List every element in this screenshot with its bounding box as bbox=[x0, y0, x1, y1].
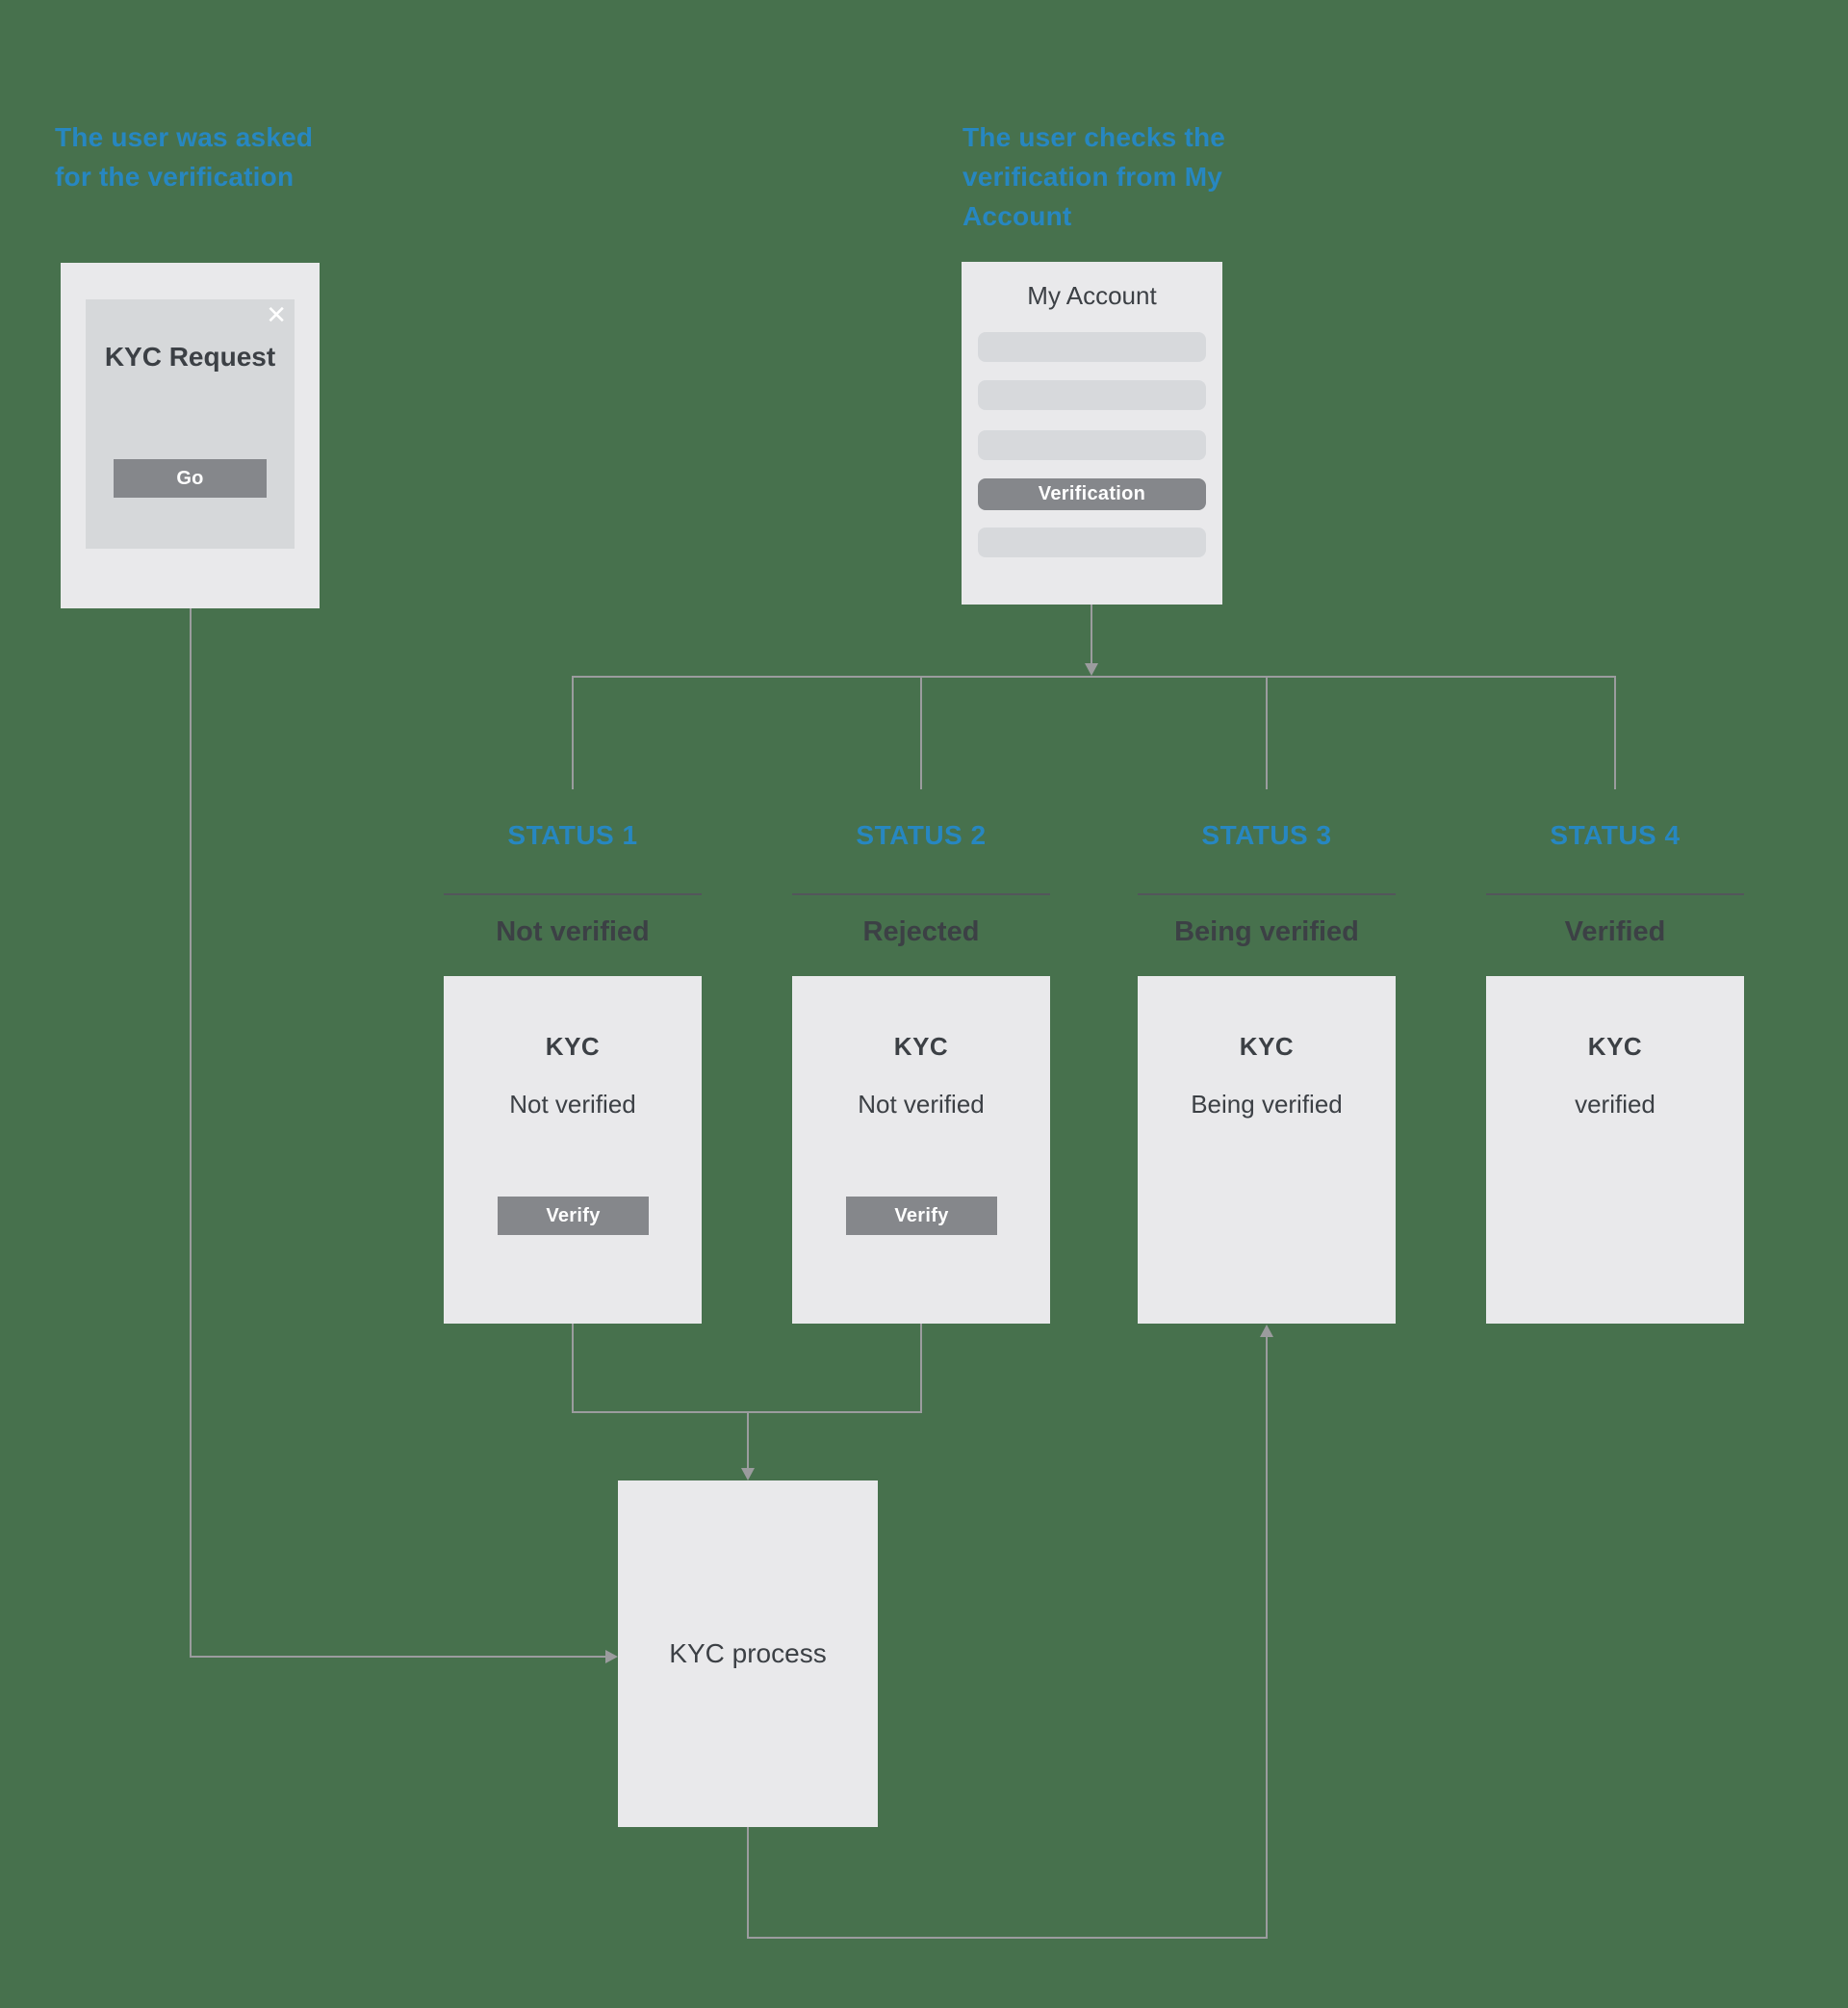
kyc-request-modal: ✕ KYC Request Go bbox=[86, 299, 295, 549]
connector-branch-status-3 bbox=[1266, 676, 1268, 789]
kyc-request-title: KYC Request bbox=[104, 342, 276, 372]
status-2-label: STATUS 2 bbox=[856, 820, 987, 850]
connector-bottom-horizontal bbox=[747, 1937, 1268, 1939]
my-account-title: My Account bbox=[1027, 281, 1157, 310]
divider bbox=[1486, 893, 1744, 895]
kyc-request-screen: ✕ KYC Request Go bbox=[61, 263, 320, 608]
connector-account-drop bbox=[1091, 605, 1092, 664]
go-button[interactable]: Go bbox=[114, 459, 267, 498]
verification-menu-button[interactable]: Verification bbox=[978, 478, 1206, 510]
status-3-label: STATUS 3 bbox=[1201, 820, 1332, 850]
connector-branch-status-2 bbox=[920, 676, 922, 789]
menu-item-placeholder bbox=[978, 430, 1206, 460]
divider bbox=[792, 893, 1050, 895]
card-title: KYC bbox=[545, 1032, 601, 1061]
connector-merge-to-process bbox=[747, 1411, 749, 1471]
arrowhead-down-icon bbox=[741, 1468, 755, 1480]
connector-card2-drop bbox=[920, 1324, 922, 1413]
kyc-card-rejected: KYC Not verified Verify bbox=[792, 976, 1050, 1324]
kyc-card-verified: KYC verified bbox=[1486, 976, 1744, 1324]
card-title: KYC bbox=[893, 1032, 949, 1061]
arrowhead-up-icon bbox=[1260, 1325, 1273, 1337]
connector-branch-status-4 bbox=[1614, 676, 1616, 789]
card-status-text: Not verified bbox=[858, 1090, 985, 1119]
status-1-label: STATUS 1 bbox=[507, 820, 638, 850]
card-title: KYC bbox=[1239, 1032, 1295, 1061]
verify-button[interactable]: Verify bbox=[846, 1197, 997, 1235]
status-4-label: STATUS 4 bbox=[1550, 820, 1681, 850]
connector-process-bottom bbox=[747, 1827, 749, 1939]
connector-request-to-process bbox=[190, 608, 192, 1657]
annotation-user-asked: The user was asked for the verification bbox=[55, 122, 314, 192]
arrowhead-down-icon bbox=[1085, 663, 1098, 676]
kyc-process-label: KYC process bbox=[669, 1638, 827, 1668]
menu-item-placeholder bbox=[978, 332, 1206, 362]
card-status-text: Not verified bbox=[509, 1090, 636, 1119]
my-account-screen: My Account Verification bbox=[962, 262, 1222, 605]
status-4-name: Verified bbox=[1564, 916, 1666, 947]
status-2-name: Rejected bbox=[862, 916, 980, 947]
arrowhead-right-icon bbox=[605, 1650, 618, 1663]
divider bbox=[1138, 893, 1396, 895]
annotation-user-checks: The user checks the verification from My… bbox=[962, 122, 1226, 231]
connector-request-to-process bbox=[190, 1656, 609, 1658]
menu-item-placeholder bbox=[978, 528, 1206, 557]
status-3-name: Being verified bbox=[1174, 916, 1359, 947]
kyc-card-not-verified: KYC Not verified Verify bbox=[444, 976, 702, 1324]
divider bbox=[444, 893, 702, 895]
menu-item-placeholder bbox=[978, 380, 1206, 410]
status-1-name: Not verified bbox=[496, 916, 650, 947]
kyc-card-being-verified: KYC Being verified bbox=[1138, 976, 1396, 1324]
connector-branch-status-1 bbox=[572, 676, 574, 789]
card-status-text: verified bbox=[1575, 1090, 1656, 1119]
kyc-process-box: KYC process bbox=[618, 1480, 878, 1827]
connector-branch-horizontal bbox=[573, 676, 1616, 678]
connector-card1-drop bbox=[572, 1324, 574, 1413]
card-title: KYC bbox=[1587, 1032, 1643, 1061]
connector-return-to-status3 bbox=[1266, 1336, 1268, 1939]
verify-button[interactable]: Verify bbox=[498, 1197, 649, 1235]
card-status-text: Being verified bbox=[1191, 1090, 1343, 1119]
close-icon[interactable]: ✕ bbox=[266, 300, 287, 329]
